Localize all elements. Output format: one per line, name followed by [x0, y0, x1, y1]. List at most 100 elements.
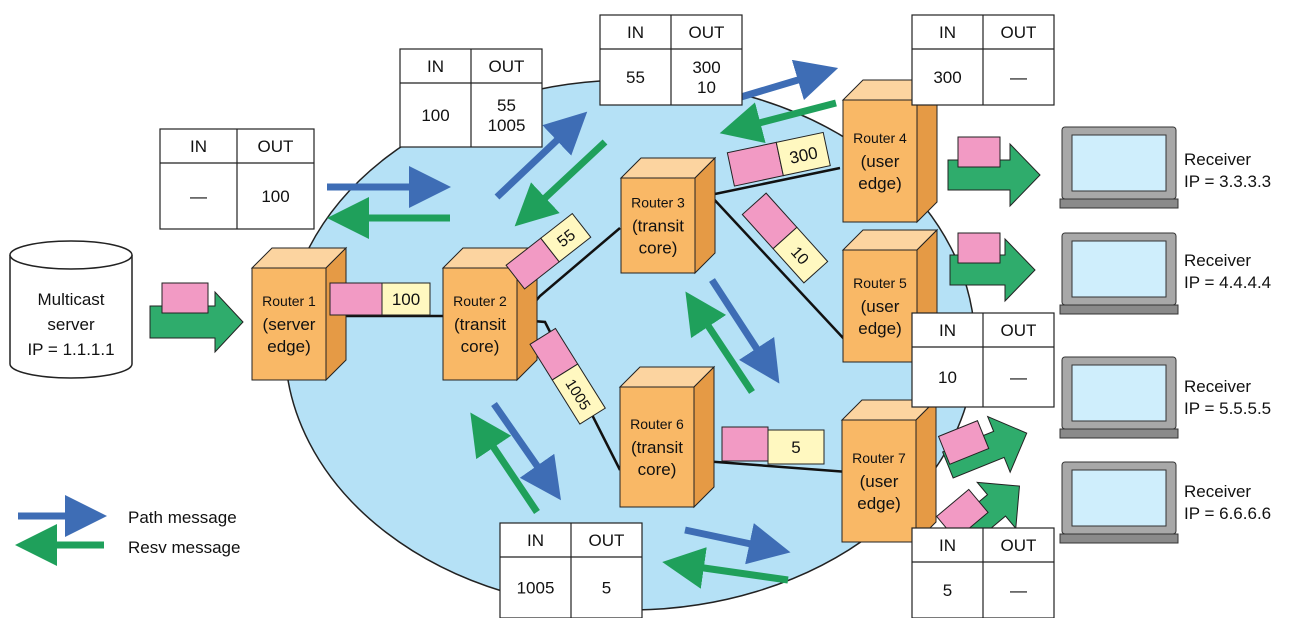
link-label-r3-r4: 300 — [726, 131, 831, 187]
router-front — [620, 177, 696, 274]
router-side — [694, 156, 716, 275]
link-label-r3-r5: 10 — [741, 192, 829, 284]
monitor-icon — [1059, 461, 1179, 544]
receiver-4: Receiver IP = 4.4.4.4 — [1059, 232, 1271, 315]
table-cell-out: 1005 — [488, 116, 526, 135]
receiver-flow-5 — [937, 415, 1028, 479]
resv-arrow — [685, 291, 755, 394]
multicast-server: Multicast server IP = 1.1.1.1 — [9, 240, 133, 379]
legend: Path message Resv message — [15, 495, 240, 566]
router-role-line2: edge) — [858, 174, 901, 193]
table-cell-out: 300 — [692, 58, 720, 77]
link-label-r2-r3: 55 — [505, 212, 592, 290]
table-header-out: OUT — [589, 531, 625, 550]
receiver-ip: IP = 5.5.5.5 — [1184, 399, 1271, 418]
router-role-line1: (transit — [632, 217, 684, 236]
router-name: Router 1 — [262, 293, 316, 309]
resv-arrow — [514, 139, 608, 227]
receiver-ip: IP = 6.6.6.6 — [1184, 504, 1271, 523]
router-role-line2: edge) — [267, 337, 310, 356]
monitor-icon — [1059, 232, 1179, 315]
router-name: Router 3 — [631, 195, 685, 211]
router-front — [442, 267, 518, 381]
monitor-icon — [1059, 356, 1179, 439]
receiver-flow-3 — [947, 136, 1041, 208]
table-cell-in: 55 — [626, 68, 645, 87]
server-ip: IP = 1.1.1.1 — [27, 340, 114, 359]
packet — [937, 420, 990, 465]
table-cell-out: 10 — [697, 78, 716, 97]
router-role-line1: (user — [861, 297, 900, 316]
router-role-line1: (user — [860, 472, 899, 491]
router-3: Router 3 (transit core) — [619, 156, 717, 275]
router-name: Router 5 — [853, 275, 907, 291]
table-header-in: IN — [427, 57, 444, 76]
receiver-6: Receiver IP = 6.6.6.6 — [1059, 461, 1271, 544]
router-front — [619, 386, 695, 508]
table-header-out: OUT — [489, 57, 525, 76]
link-label-r6-r7: 5 — [721, 426, 825, 465]
table-header-in: IN — [190, 137, 207, 156]
table-cell-out: 55 — [497, 96, 516, 115]
receiver-flow-4 — [949, 232, 1036, 303]
router-side — [915, 398, 937, 544]
table-header-out: OUT — [1001, 23, 1037, 42]
table-cell-out: 5 — [602, 579, 611, 598]
router-6: Router 6 (transit core) — [618, 365, 716, 509]
resv-arrow — [470, 412, 540, 514]
router-name: Router 6 — [630, 416, 684, 432]
link-label-r2-r6: 1005 — [529, 327, 606, 425]
server-flow — [149, 282, 244, 354]
table-header-out: OUT — [1001, 536, 1037, 555]
router-side — [693, 365, 715, 509]
table-header-in: IN — [939, 321, 956, 340]
receiver-label: Receiver — [1184, 150, 1251, 169]
packet — [957, 232, 1001, 264]
table-cell-out: — — [1010, 581, 1027, 600]
router-front — [251, 267, 327, 381]
table-header-in: IN — [939, 536, 956, 555]
server-label-line2: server — [47, 315, 95, 334]
path-arrow — [494, 111, 588, 200]
router-role-line2: core) — [638, 460, 677, 479]
receiver-label: Receiver — [1184, 251, 1251, 270]
table-cell-in: 300 — [933, 68, 961, 87]
table-cell-out: 100 — [261, 187, 289, 206]
link-label-value: 100 — [392, 290, 420, 309]
router-name: Router 4 — [853, 130, 907, 146]
table-header-out: OUT — [258, 137, 294, 156]
resv-arrow — [719, 99, 837, 144]
router-role-line2: core) — [461, 337, 500, 356]
receiver-5: Receiver IP = 5.5.5.5 — [1059, 356, 1271, 439]
receiver-ip: IP = 4.4.4.4 — [1184, 273, 1271, 292]
router-role-line1: (transit — [631, 438, 683, 457]
label-table-router1: IN OUT — 100 — [159, 128, 315, 230]
router-role-line1: (transit — [454, 315, 506, 334]
router-role-line2: edge) — [857, 494, 900, 513]
table-cell-out: — — [1010, 68, 1027, 87]
path-arrow — [739, 59, 839, 101]
legend-path-label: Path message — [128, 508, 237, 527]
receiver-label: Receiver — [1184, 482, 1251, 501]
router-name: Router 2 — [453, 293, 507, 309]
path-arrow — [684, 523, 791, 565]
router-role-line2: edge) — [858, 319, 901, 338]
link-r3-r5 — [709, 194, 846, 341]
table-header-in: IN — [527, 531, 544, 550]
router-role-line2: core) — [639, 239, 678, 258]
table-cell-in: — — [190, 187, 207, 206]
legend-resv-label: Resv message — [128, 538, 240, 557]
receiver-label: Receiver — [1184, 377, 1251, 396]
packet — [957, 136, 1001, 168]
router-front — [842, 249, 918, 363]
